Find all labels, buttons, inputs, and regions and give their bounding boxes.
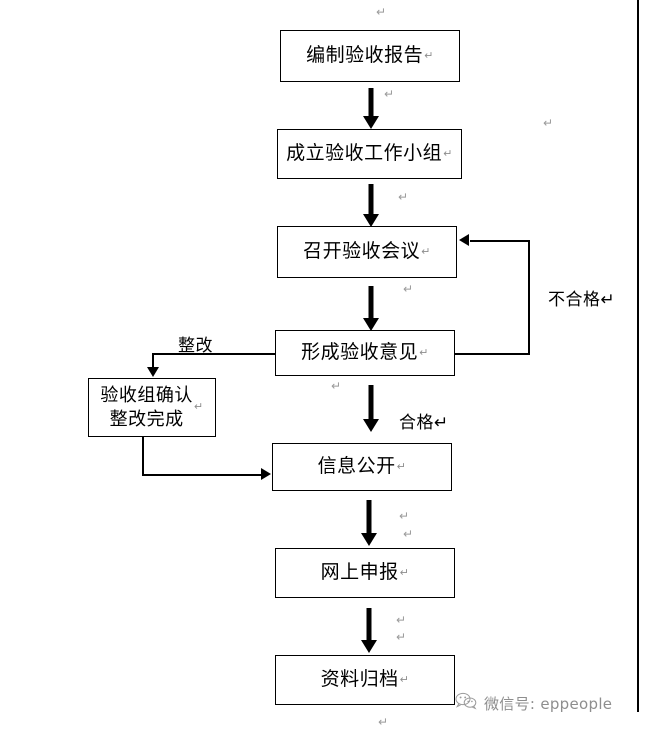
edge-label-rectification: 整改 bbox=[178, 331, 213, 356]
node-label: 资料归档 bbox=[320, 668, 399, 691]
loop-rework-segment-left bbox=[152, 353, 276, 355]
rejoin-arrowhead bbox=[261, 468, 271, 480]
paragraph-mark-icon: ↵ bbox=[396, 459, 407, 473]
paragraph-mark-icon: ↵ bbox=[443, 146, 453, 160]
paragraph-mark-icon: ↵ bbox=[396, 630, 407, 644]
edge-label-text: 不合格 bbox=[548, 290, 601, 310]
wechat-icon bbox=[455, 692, 477, 714]
paragraph-mark-icon: ↵ bbox=[399, 565, 410, 579]
node-information-disclosure[interactable]: 信息公开↵ bbox=[272, 443, 452, 491]
paragraph-mark-icon: ↵ bbox=[193, 400, 204, 414]
paragraph-mark-icon: ↵ bbox=[399, 509, 410, 523]
node-form-acceptance-opinion[interactable]: 形成验收意见↵ bbox=[275, 330, 455, 376]
paragraph-mark-icon: ↵ bbox=[399, 672, 410, 686]
edge-label-qualified: 合格↵ bbox=[399, 408, 449, 433]
loop-rework-segment-down bbox=[152, 353, 154, 368]
loop-rework-arrowhead bbox=[147, 367, 159, 377]
loop-fail-arrowhead bbox=[459, 234, 469, 246]
paragraph-mark-icon: ↵ bbox=[419, 345, 429, 359]
rejoin-segment-right bbox=[142, 474, 262, 476]
node-archive-materials[interactable]: 资料归档↵ bbox=[275, 655, 455, 705]
paragraph-mark-icon: ↵ bbox=[376, 5, 387, 19]
paragraph-mark-icon: ↵ bbox=[424, 48, 434, 62]
paragraph-mark-icon: ↵ bbox=[403, 527, 414, 541]
page-right-border bbox=[637, 0, 639, 712]
node-group-confirms-rectification-complete[interactable]: 验收组确认 整改完成↵ bbox=[88, 378, 216, 437]
node-label: 形成验收意见 bbox=[301, 341, 419, 364]
node-label: 成立验收工作小组 bbox=[286, 142, 443, 165]
paragraph-mark-icon: ↵ bbox=[434, 413, 449, 433]
node-hold-acceptance-meeting[interactable]: 召开验收会议↵ bbox=[277, 226, 457, 278]
paragraph-mark-icon: ↵ bbox=[421, 244, 431, 258]
paragraph-mark-icon: ↵ bbox=[378, 715, 389, 729]
node-online-declaration[interactable]: 网上申报↵ bbox=[275, 548, 455, 598]
loop-fail-segment-back bbox=[470, 240, 530, 242]
node-establish-acceptance-working-group[interactable]: 成立验收工作小组↵ bbox=[277, 129, 462, 179]
loop-fail-segment-up bbox=[528, 240, 530, 354]
edge-label-unqualified: 不合格↵ bbox=[548, 285, 615, 310]
paragraph-mark-icon: ↵ bbox=[331, 379, 342, 393]
paragraph-mark-icon: ↵ bbox=[543, 116, 554, 130]
paragraph-mark-icon: ↵ bbox=[396, 613, 407, 627]
paragraph-mark-icon: ↵ bbox=[384, 87, 395, 101]
node-label: 召开验收会议 bbox=[303, 240, 421, 263]
edge-label-text: 整改 bbox=[178, 336, 213, 356]
node-label: 网上申报 bbox=[320, 561, 399, 584]
rejoin-segment-down bbox=[142, 437, 144, 475]
edge-label-text: 合格 bbox=[399, 413, 434, 433]
loop-fail-segment-right bbox=[455, 353, 530, 355]
paragraph-mark-icon: ↵ bbox=[403, 282, 414, 296]
node-label: 信息公开 bbox=[317, 455, 396, 478]
node-compile-acceptance-report[interactable]: 编制验收报告↵ bbox=[280, 30, 460, 82]
paragraph-mark-icon: ↵ bbox=[398, 190, 409, 204]
watermark-text: 微信号: eppeople bbox=[484, 694, 613, 713]
watermark: 微信号: eppeople bbox=[455, 692, 612, 714]
node-label: 验收组确认 整改完成 bbox=[100, 384, 193, 430]
paragraph-mark-icon: ↵ bbox=[600, 290, 616, 310]
node-label: 编制验收报告 bbox=[306, 44, 424, 67]
